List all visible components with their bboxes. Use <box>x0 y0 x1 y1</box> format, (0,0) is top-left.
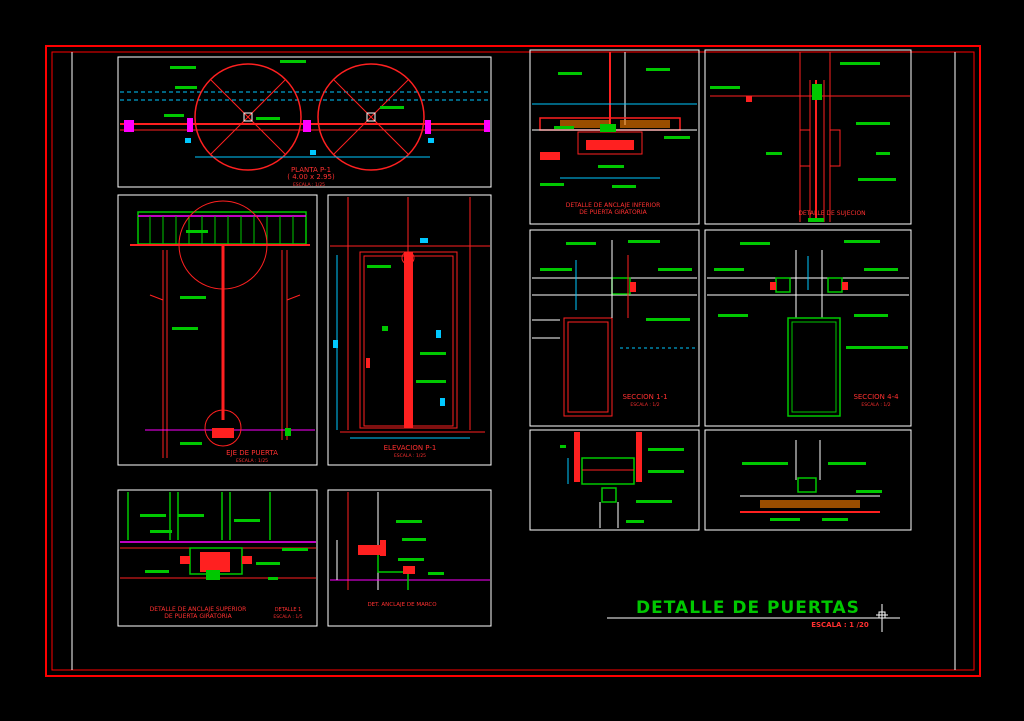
view-anclaje-inferior: DETALLE DE ANCLAJE INFERIOR DE PUERTA GI… <box>529 49 700 225</box>
view-eje-de-puerta: EJE DE PUERTA ESCALA : 1/25 <box>117 194 318 466</box>
anclaje-sup-scale: ESCALA : 1/5 <box>273 614 302 620</box>
anclaje-inf-title-2: DE PUERTA GIRATORIA <box>579 209 647 216</box>
view-seccion-4-4: SECCION 4-4 ESCALA : 1/2 <box>704 229 912 427</box>
seccion-1-title: SECCION 1-1 <box>622 393 667 401</box>
planta-title: PLANTA P-1 <box>291 166 331 174</box>
planta-scale: ESCALA : 1/25 <box>293 182 325 188</box>
elevacion-scale: ESCALA : 1/25 <box>394 453 426 459</box>
eje-scale: ESCALA : 1/25 <box>236 458 268 464</box>
anclaje-marco-title: DET. ANCLAJE DE MARCO <box>367 602 437 608</box>
view-anclaje-superior: DETALLE DE ANCLAJE SUPERIOR DE PUERTA GI… <box>117 489 318 627</box>
view-detalle-inferior-izq <box>529 429 700 531</box>
eje-title: EJE DE PUERTA <box>226 449 278 457</box>
sheet-scale: ESCALA : 1 /20 <box>811 621 869 629</box>
seccion-1-scale: ESCALA : 1/2 <box>630 402 659 408</box>
view-seccion-1-1: SECCION 1-1 ESCALA : 1/2 <box>529 229 700 427</box>
sujecion-title: DETALLE DE SUJECION <box>798 210 865 217</box>
anclaje-sup-title-2: DE PUERTA GIRATORIA <box>164 613 232 620</box>
inner-frame <box>51 51 975 671</box>
view-detalle-inferior-der <box>704 429 912 531</box>
elevacion-title: ELEVACION P-1 <box>384 444 437 452</box>
anclaje-sup-title-1: DETALLE DE ANCLAJE SUPERIOR <box>150 606 247 613</box>
view-elevacion: ELEVACION P-1 ESCALA : 1/25 <box>327 194 492 466</box>
seccion-4-scale: ESCALA : 1/2 <box>861 402 890 408</box>
title-block: DETALLE DE PUERTAS ESCALA : 1 /20 <box>607 598 900 632</box>
sheet-title: DETALLE DE PUERTAS <box>636 598 860 618</box>
seccion-4-title: SECCION 4-4 <box>853 393 899 401</box>
outer-frame <box>45 45 981 677</box>
anclaje-inf-title-1: DETALLE DE ANCLAJE INFERIOR <box>566 202 661 209</box>
view-anclaje-marco: DET. ANCLAJE DE MARCO <box>327 489 492 627</box>
view-planta: PLANTA P-1 ( 4.00 x 2.95) ESCALA : 1/25 <box>117 56 492 188</box>
view-sujecion: DETALLE DE SUJECION <box>704 49 912 225</box>
planta-subtitle: ( 4.00 x 2.95) <box>287 173 335 181</box>
anclaje-sup-detail: DETALLE 1 <box>275 607 302 613</box>
